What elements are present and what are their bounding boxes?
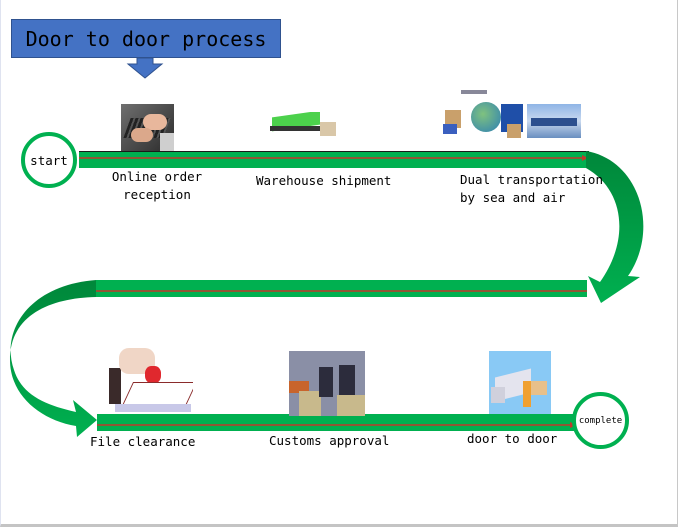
step-label: reception	[123, 187, 191, 202]
green-truck-icon	[268, 112, 340, 138]
plane-ship-globe-icon	[441, 88, 581, 140]
delivery-truck-icon	[489, 351, 551, 414]
laptop-typing-icon	[121, 104, 174, 151]
row2-bar	[96, 280, 587, 297]
complete-label: complete	[578, 415, 623, 426]
right-curved-arrow	[586, 151, 644, 303]
step-label: Warehouse shipment	[256, 173, 392, 188]
customs-officers-icon	[289, 351, 365, 416]
row1-bar	[79, 151, 589, 168]
complete-node: complete	[572, 392, 629, 449]
step-label: Dual transportation	[460, 172, 603, 187]
step-label: by sea and air	[460, 190, 566, 205]
step-dual-transport: Dual transportation by sea and air	[460, 171, 603, 207]
step-label: File clearance	[90, 434, 196, 449]
step-file-clearance: File clearance	[90, 433, 195, 451]
page-title: Door to door process	[25, 26, 267, 51]
stamp-document-icon	[109, 346, 193, 414]
step-warehouse-shipment: Warehouse shipment	[256, 172, 391, 190]
start-node: start	[21, 132, 77, 188]
step-customs-approval: Customs approval	[269, 432, 389, 450]
step-label: Customs approval	[269, 433, 390, 448]
start-label: start	[30, 152, 68, 168]
step-online-order: Online order reception	[111, 168, 203, 204]
left-curved-arrow	[10, 280, 97, 437]
step-door-to-door: door to door	[467, 430, 557, 448]
step-label: door to door	[467, 431, 558, 446]
title-down-arrow	[126, 57, 164, 79]
step-label: Online order	[111, 169, 203, 184]
title-box: Door to door process	[11, 19, 281, 58]
row3-bar	[97, 414, 577, 431]
